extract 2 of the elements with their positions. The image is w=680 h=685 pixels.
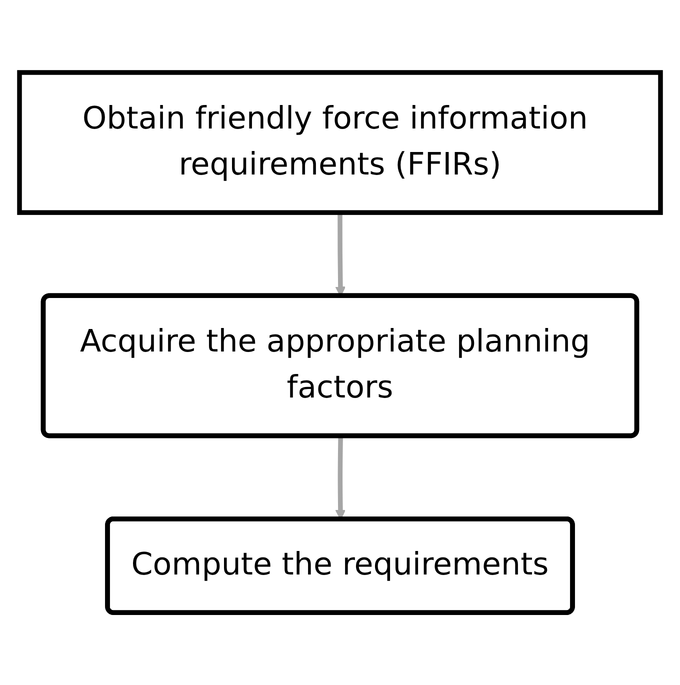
node-box bbox=[17, 70, 663, 215]
flowchart: Obtain friendly force information requirements (FFIRs) Acquire the appropriate planning factors Compute the requirements bbox=[10, 62, 670, 622]
